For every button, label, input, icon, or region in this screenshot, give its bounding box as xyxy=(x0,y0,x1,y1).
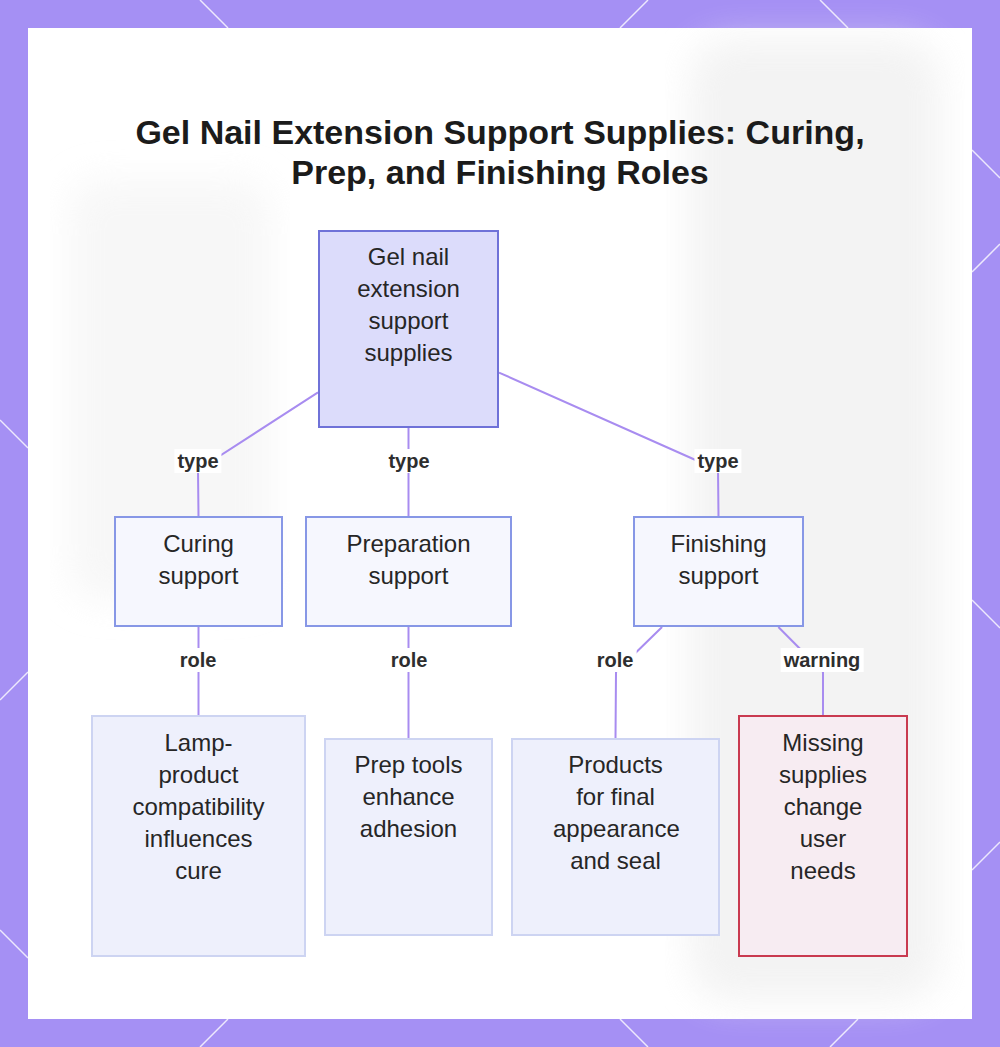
node-text: Preparation support xyxy=(323,528,494,592)
diagram-title: Gel Nail Extension Support Supplies: Cur… xyxy=(100,112,900,192)
edge-label: type xyxy=(694,449,741,473)
root-box: Gel nail extension support supplies xyxy=(318,230,499,428)
edge-label: type xyxy=(174,449,221,473)
node-text: Lamp-product compatibility influences cu… xyxy=(131,727,266,887)
node-text: Curing support xyxy=(130,528,267,592)
role-box: Lamp-product compatibility influences cu… xyxy=(91,715,306,957)
connector-line xyxy=(408,627,410,738)
role-box: Prep tools enhance adhesion xyxy=(324,738,493,936)
node-text: Missing supplies change user needs xyxy=(774,727,872,887)
role-box: Products for final appearance and seal xyxy=(511,738,720,936)
edge-label: role xyxy=(388,648,431,672)
node-text: Finishing support xyxy=(649,528,788,592)
edge-label: role xyxy=(177,648,220,672)
edge-label: type xyxy=(385,449,432,473)
node-text: Prep tools enhance adhesion xyxy=(336,749,481,845)
node-text: Products for final appearance and seal xyxy=(553,749,678,877)
connector-line xyxy=(616,627,663,738)
warning-box: Missing supplies change user needs xyxy=(738,715,908,957)
category-box: Preparation support xyxy=(305,516,512,627)
category-box: Curing support xyxy=(114,516,283,627)
node-text: Gel nail extension support supplies xyxy=(334,241,483,369)
connector-line xyxy=(499,373,719,516)
edge-label: role xyxy=(594,648,637,672)
edge-label: warning xyxy=(781,648,864,672)
category-box: Finishing support xyxy=(633,516,804,627)
